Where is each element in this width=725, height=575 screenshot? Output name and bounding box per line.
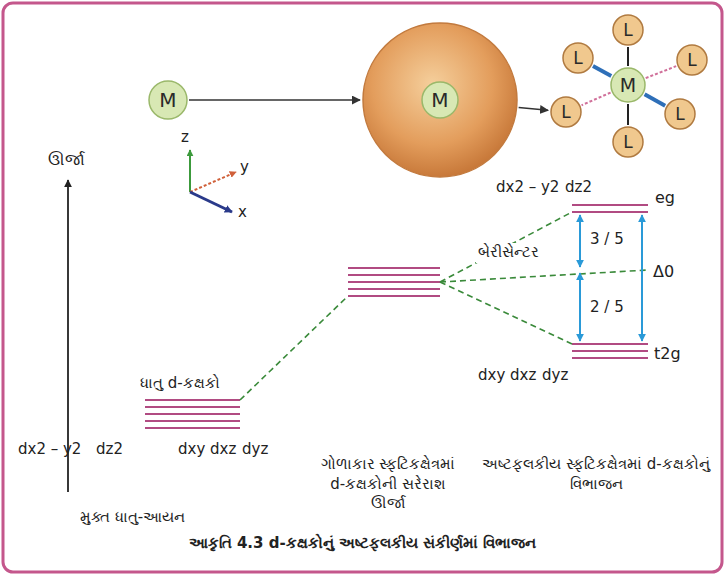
metal-symbol: M [159, 89, 176, 111]
splitting-symbol: Δ0 [651, 262, 676, 283]
spherical-field-levels [348, 268, 440, 296]
orbital-label: dxz [510, 366, 536, 386]
ligand-symbol: L [623, 133, 632, 152]
energy-level [572, 350, 648, 352]
y-axis [190, 172, 236, 192]
energy-level [348, 281, 440, 283]
ligand: L [664, 98, 696, 130]
ligand-circle [563, 43, 593, 73]
double-arrow [579, 273, 581, 341]
dashed-line [440, 282, 572, 344]
ligand-circle [551, 97, 581, 127]
free-ion-levels [145, 400, 240, 428]
ligand-circle [613, 127, 643, 157]
ligand-symbol: L [623, 21, 632, 40]
orbital-label: dx2 – y2 [496, 178, 559, 198]
energy-level [348, 295, 440, 297]
metal-circle [422, 82, 458, 118]
ligand: L [612, 14, 644, 46]
bond-dashed [582, 93, 611, 106]
energy-level [145, 420, 240, 422]
metal-symbol: M [620, 75, 636, 96]
ligand: L [562, 42, 594, 74]
ligand-symbol: L [561, 103, 570, 122]
energy-level [572, 357, 648, 359]
ligand-circle [665, 99, 695, 129]
metal-ion: M [148, 80, 188, 120]
t2g-levels [572, 344, 648, 358]
barycentre-label: બેરીસેન્ટર [476, 243, 541, 263]
barycentre-line [440, 270, 648, 282]
axis-label: z [181, 128, 189, 148]
energy-level [145, 413, 240, 415]
orbital-label: dx2 – y2 [18, 440, 81, 460]
ligand-circle [677, 45, 707, 75]
bond-wedge [593, 66, 611, 76]
orbital-label: dxy [478, 366, 505, 386]
energy-level [572, 211, 648, 213]
frame [3, 3, 722, 572]
x-axis [190, 192, 232, 212]
correlation-lines [240, 212, 648, 400]
dashed-line [440, 212, 572, 282]
bond-line [627, 104, 629, 125]
energy-level [145, 399, 240, 401]
energy-level [348, 288, 440, 290]
z-axis [189, 150, 191, 192]
stage-label: ગોળાકાર સ્ફટિકક્ષેત્રમાં d-કક્ષકોની સરેર… [313, 455, 463, 514]
ligand-circle [613, 15, 643, 45]
bond-wedge [645, 94, 666, 105]
bond-line [627, 47, 629, 66]
ligand: L [676, 44, 708, 76]
metal-ion: M [610, 67, 646, 103]
fraction-label: 3 / 5 [590, 230, 624, 250]
axis-label: y [240, 158, 249, 178]
reaction-arrow [519, 107, 548, 110]
energy-level [348, 267, 440, 269]
splitting-arrows [580, 215, 642, 341]
orbital-label: dz2 [565, 178, 592, 198]
stage-label: મુક્ત ધાતુ-આયન [80, 508, 185, 528]
ligand: L [550, 96, 582, 128]
ligand: L [612, 126, 644, 158]
ligand-symbol: L [675, 105, 684, 124]
reaction-arrow [189, 99, 360, 101]
figure-caption: આકૃતિ 4.3 d-કક્ષકોનું અષ્ટફલકીય સંકીર્ણમ… [0, 534, 725, 552]
ligand-symbol: L [573, 49, 582, 68]
axis-label: x [238, 203, 247, 223]
metal-symbol: M [431, 89, 448, 111]
orbital-label: dxz [210, 440, 236, 460]
eg-levels [572, 205, 648, 212]
level-symbol: eg [655, 188, 675, 209]
energy-level [572, 204, 648, 206]
level-heading: ધાતુ d-કક્ષકો [138, 374, 222, 394]
metal-circle [149, 81, 187, 119]
metal-circle [611, 68, 645, 102]
energy-level [145, 427, 240, 429]
energy-level [572, 343, 648, 345]
ligand-symbol: L [687, 51, 696, 70]
fraction-label: 2 / 5 [590, 298, 624, 318]
orbital-label: dz2 [96, 440, 123, 460]
energy-level [348, 274, 440, 276]
stage-label: અષ્ટફલકીય સ્ફટિકક્ષેત્રમાં d-કક્ષકોનું વ… [478, 455, 714, 494]
dashed-line [240, 296, 348, 400]
axis-label: ઊર્જા [48, 150, 85, 171]
spherical-field: M [362, 22, 518, 178]
crystal-field-sphere [363, 23, 517, 177]
orbital-label: dxy [178, 440, 205, 460]
orbital-label: dyz [542, 366, 568, 386]
energy-level [145, 406, 240, 408]
level-symbol: t2g [654, 344, 681, 365]
double-arrow [641, 215, 643, 341]
orbital-label: dyz [242, 440, 268, 460]
double-arrow [579, 215, 581, 267]
bond-dashed [646, 66, 676, 78]
